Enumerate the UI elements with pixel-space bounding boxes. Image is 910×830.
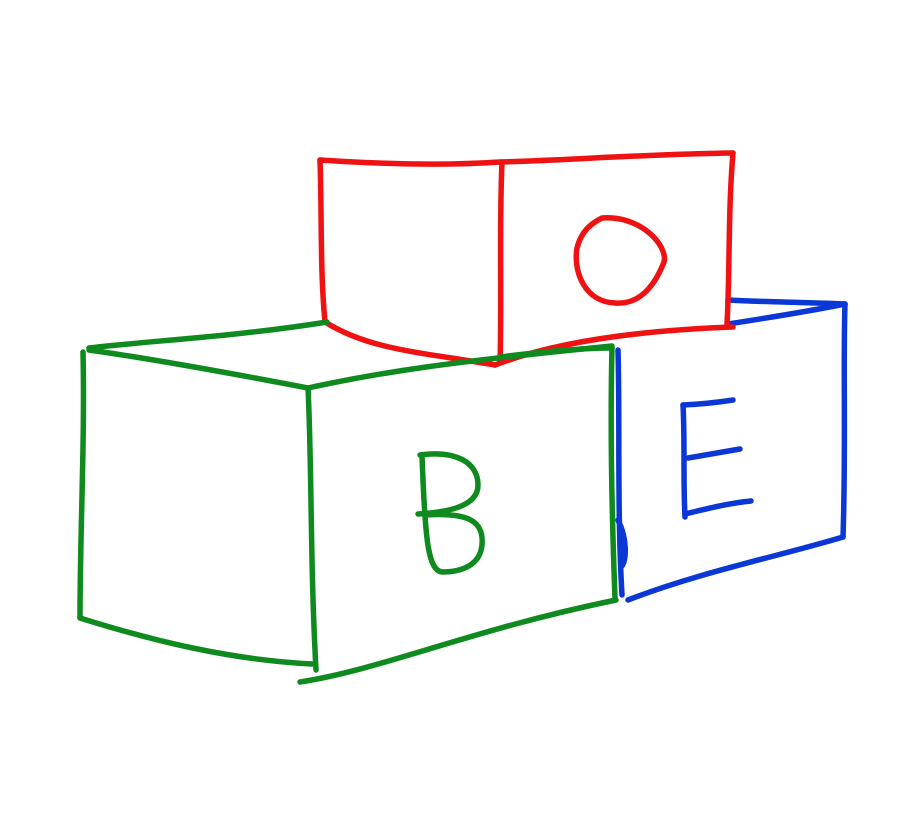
letter-e-bottom-stroke (682, 498, 754, 517)
red-block-left-edge (317, 157, 328, 325)
letter-e-middle-stroke (685, 446, 743, 461)
blue-block-right-edge (840, 301, 848, 540)
red-block-bottom-left-edge (322, 319, 498, 368)
letter-b-lower-bowl (419, 452, 485, 575)
green-block-top-front-right-edge (305, 343, 615, 391)
red-block-top-edge (317, 150, 736, 167)
letter-b-upper-bowl (415, 451, 481, 517)
letter-e-top-stroke (680, 397, 736, 408)
blue-block-bottom-edge (625, 534, 846, 603)
red-block-right-edge (724, 150, 736, 327)
letter-e-spine-stroke (680, 402, 688, 520)
green-block-top-back-edge (86, 319, 330, 351)
red-block-letter-o (573, 215, 668, 306)
green-block-top-front-left-edge (86, 347, 311, 391)
green-block-letter-b (415, 451, 485, 575)
green-block-left-edge (77, 349, 87, 621)
green-block-bottom-left-edge (77, 615, 315, 667)
blue-block (615, 297, 848, 603)
green-block (77, 319, 619, 685)
green-block-right-edge (608, 345, 618, 601)
blue-block-top-edge (725, 297, 848, 307)
red-block (317, 150, 736, 368)
blue-block-top-left-edge (725, 301, 848, 327)
red-block-middle-edge (497, 159, 505, 365)
green-block-front-corner-edge (305, 385, 319, 673)
green-block-bottom-right-edge (297, 597, 619, 685)
blue-block-inner-edge (615, 517, 628, 569)
blue-block-letter-e (680, 397, 754, 520)
blue-block-left-edge (615, 347, 625, 598)
